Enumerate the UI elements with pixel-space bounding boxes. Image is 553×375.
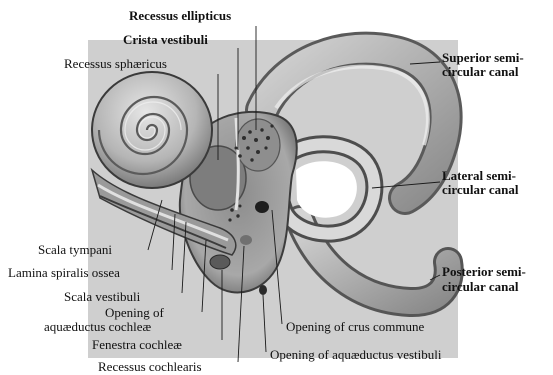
fenestra-cochleae xyxy=(210,255,230,269)
label-scala-vestibuli: Scala vestibuli xyxy=(64,290,140,303)
label-posterior-canal-line2: circular canal xyxy=(442,280,518,293)
lateral-canal-lumen xyxy=(296,161,357,217)
label-opening-aquaeductus-cochleae-line1: Opening of xyxy=(105,306,164,319)
label-lateral-canal-line2: circular canal xyxy=(442,183,518,196)
label-fenestra-cochleae: Fenestra cochleæ xyxy=(92,338,182,351)
label-recessus-ellipticus: Recessus ellipticus xyxy=(129,9,231,22)
label-opening-aquaeductus-vestibuli: Opening of aquæductus vestibuli xyxy=(270,348,442,361)
label-superior-canal-line1: Superior semi- xyxy=(442,51,524,64)
label-lamina-spiralis-ossea: Lamina spiralis ossea xyxy=(8,266,120,279)
recessus-cochlearis-depression xyxy=(240,235,252,245)
label-opening-aquaeductus-cochleae-line2: aquæductus cochleæ xyxy=(44,320,151,333)
label-posterior-canal-line1: Posterior semi- xyxy=(442,265,526,278)
cochlea xyxy=(92,72,212,188)
label-scala-tympani: Scala tympani xyxy=(38,243,112,256)
crus-commune-opening xyxy=(255,201,269,213)
aquaeductus-vestibuli-opening xyxy=(259,285,267,295)
label-recessus-cochlearis: Recessus cochlearis xyxy=(98,360,202,373)
label-crista-vestibuli: Crista vestibuli xyxy=(123,33,208,46)
label-superior-canal-line2: circular canal xyxy=(442,65,518,78)
label-recessus-sphaericus: Recessus sphæricus xyxy=(64,57,167,70)
label-lateral-canal-line1: Lateral semi- xyxy=(442,169,516,182)
recessus-ellipticus-depression xyxy=(236,119,280,171)
label-opening-crus-commune: Opening of crus commune xyxy=(286,320,424,333)
